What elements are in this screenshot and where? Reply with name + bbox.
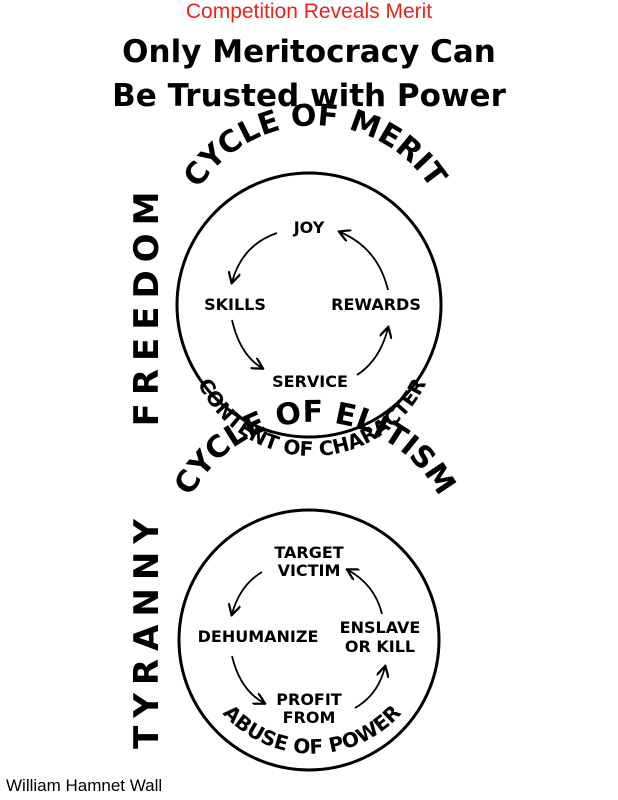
tyranny-label: TYRANNY (127, 511, 167, 749)
node-profit-line2: FROM (283, 708, 336, 727)
node-joy: JOY (293, 218, 325, 237)
arrow-joy-to-skills (232, 232, 278, 282)
merit-circle (175, 171, 443, 439)
arrow-skills-to-service (231, 319, 262, 368)
node-enslave-line2: OR KILL (345, 637, 415, 656)
node-target-victim-line1: TARGET (274, 543, 343, 562)
node-service: SERVICE (272, 372, 348, 391)
title-line-1: Only Meritocracy Can (122, 34, 496, 70)
arrow-profit-to-enslave (354, 667, 385, 709)
node-skills: SKILLS (204, 295, 266, 314)
merit-arc-top: CYCLE OF MERIT (177, 98, 454, 194)
arrow-enslave-to-target (348, 570, 383, 615)
arrow-target-to-dehumanize (232, 571, 263, 614)
arrow-dehumanize-to-profit (231, 655, 264, 703)
node-target-victim-line2: VICTIM (278, 561, 341, 580)
arrow-rewards-to-joy (340, 232, 389, 291)
node-rewards: REWARDS (331, 295, 421, 314)
author-credit: William Hamnet Wall (6, 776, 163, 795)
elitism-circle (177, 508, 441, 772)
node-dehumanize: DEHUMANIZE (198, 627, 319, 646)
title-line-2: Be Trusted with Power (112, 78, 506, 114)
node-profit-line1: PROFIT (276, 690, 342, 709)
freedom-label: FREEDOM (127, 184, 167, 427)
node-enslave-line1: ENSLAVE (340, 618, 421, 637)
page-title: Only Meritocracy Can Be Trusted with Pow… (0, 30, 618, 118)
tagline: Competition Reveals Merit (185, 0, 433, 23)
arrow-service-to-rewards (356, 328, 388, 376)
